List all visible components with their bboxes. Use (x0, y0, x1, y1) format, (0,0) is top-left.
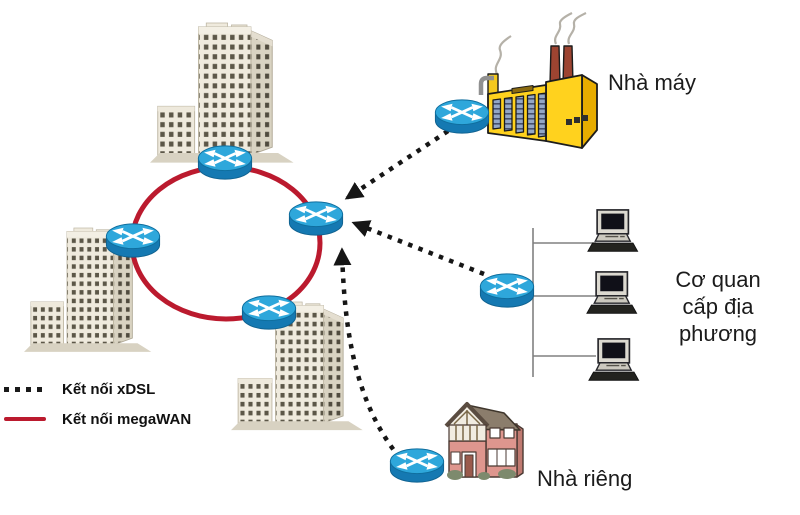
computer-icon (587, 209, 639, 253)
smoke (554, 12, 573, 45)
smoke (567, 12, 587, 45)
router-icon-ring-right (287, 200, 345, 237)
smoke (494, 35, 512, 75)
window (450, 451, 461, 465)
factory-windows (492, 92, 547, 138)
megawan-ring-link (129, 164, 323, 322)
legend-label-megawan: Kết nối megaWAN (62, 410, 192, 428)
router-icon-local-government (478, 272, 536, 309)
lan-bus-lines (532, 228, 596, 377)
router-icon-home (388, 447, 446, 484)
computer-icon (586, 271, 638, 315)
xdsl-link-local-government (351, 220, 485, 277)
legend-item-xdsl: Kết nối xDSL (4, 374, 191, 404)
window (503, 427, 515, 439)
xdsl-line-sample-icon (4, 386, 46, 392)
label-local-government: Cơ quan cấp địa phương (656, 266, 780, 347)
xdsl-link-factory (344, 129, 450, 200)
label-line: cấp địa (682, 294, 754, 319)
bush (498, 469, 516, 479)
router-icon-ring-left (104, 222, 162, 259)
router-icon-ring-top (196, 144, 254, 181)
megawan-line-sample-icon (4, 417, 46, 421)
label-line: Cơ quan (675, 267, 761, 292)
router-icon-ring-bottom (240, 294, 298, 331)
legend-item-megawan: Kết nối megaWAN (4, 404, 191, 434)
label-home: Nhà riêng (537, 466, 633, 491)
house-icon (444, 402, 524, 480)
xdsl-link-home (333, 247, 402, 460)
label-factory: Nhà máy (608, 70, 697, 95)
legend-label-xdsl: Kết nối xDSL (62, 380, 156, 398)
chimney (549, 45, 561, 85)
bay-window (487, 448, 516, 467)
window (489, 427, 501, 439)
pipe (478, 75, 494, 95)
computer-icon (588, 338, 640, 382)
router-icon-factory (433, 98, 491, 135)
bush (478, 472, 490, 480)
legend: Kết nối xDSL Kết nối megaWAN (4, 374, 191, 434)
label-line: phương (678, 321, 758, 346)
office-building-top-icon (149, 22, 295, 164)
bush (447, 470, 463, 480)
factory-small-windows (566, 115, 588, 125)
factory-icon (478, 12, 598, 149)
